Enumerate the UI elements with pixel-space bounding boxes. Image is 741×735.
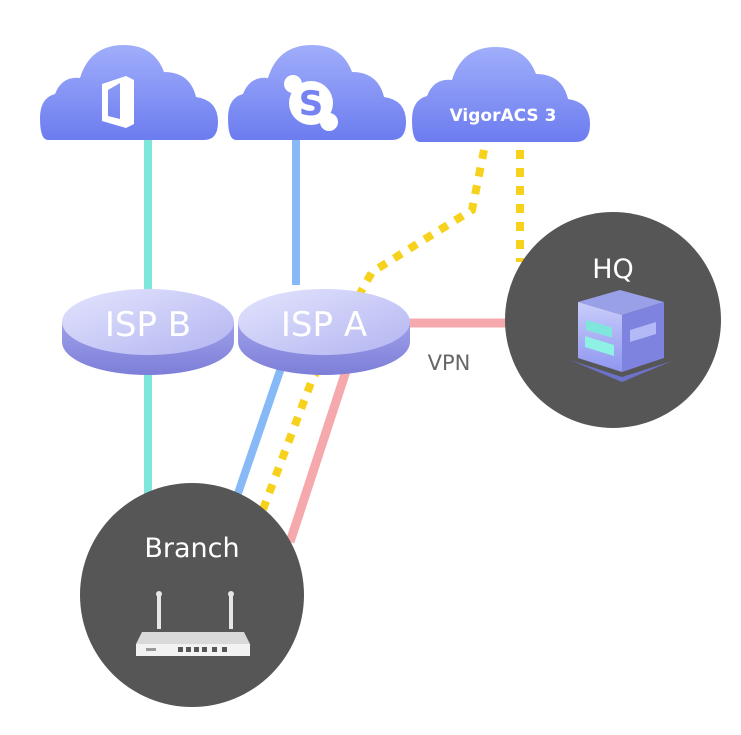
node-isp-a: ISP A xyxy=(238,289,410,375)
vigoracs-label: VigorACS 3 xyxy=(450,106,557,126)
svg-text:S: S xyxy=(299,84,324,124)
cloud-skype: S xyxy=(228,45,406,140)
node-hq: HQ xyxy=(505,212,721,428)
router-icon xyxy=(136,591,250,656)
cloud-office xyxy=(40,45,218,140)
cloud-vigoracs: VigorACS 3 xyxy=(412,47,590,142)
building-icon xyxy=(570,290,672,382)
vpn-label: VPN xyxy=(428,351,471,375)
node-isp-b: ISP B xyxy=(62,289,234,375)
hq-label: HQ xyxy=(592,254,634,285)
mgmt-link-vigoracs-branch xyxy=(258,149,488,514)
skype-icon: S xyxy=(284,75,338,131)
link-isp-a-branch-blue xyxy=(230,363,286,507)
node-branch: Branch xyxy=(80,483,304,707)
office-icon xyxy=(102,76,134,128)
isp-b-label: ISP B xyxy=(105,305,191,345)
isp-a-label: ISP A xyxy=(281,305,367,345)
branch-label: Branch xyxy=(144,533,239,564)
link-isp-a-branch-vpn xyxy=(285,363,353,544)
